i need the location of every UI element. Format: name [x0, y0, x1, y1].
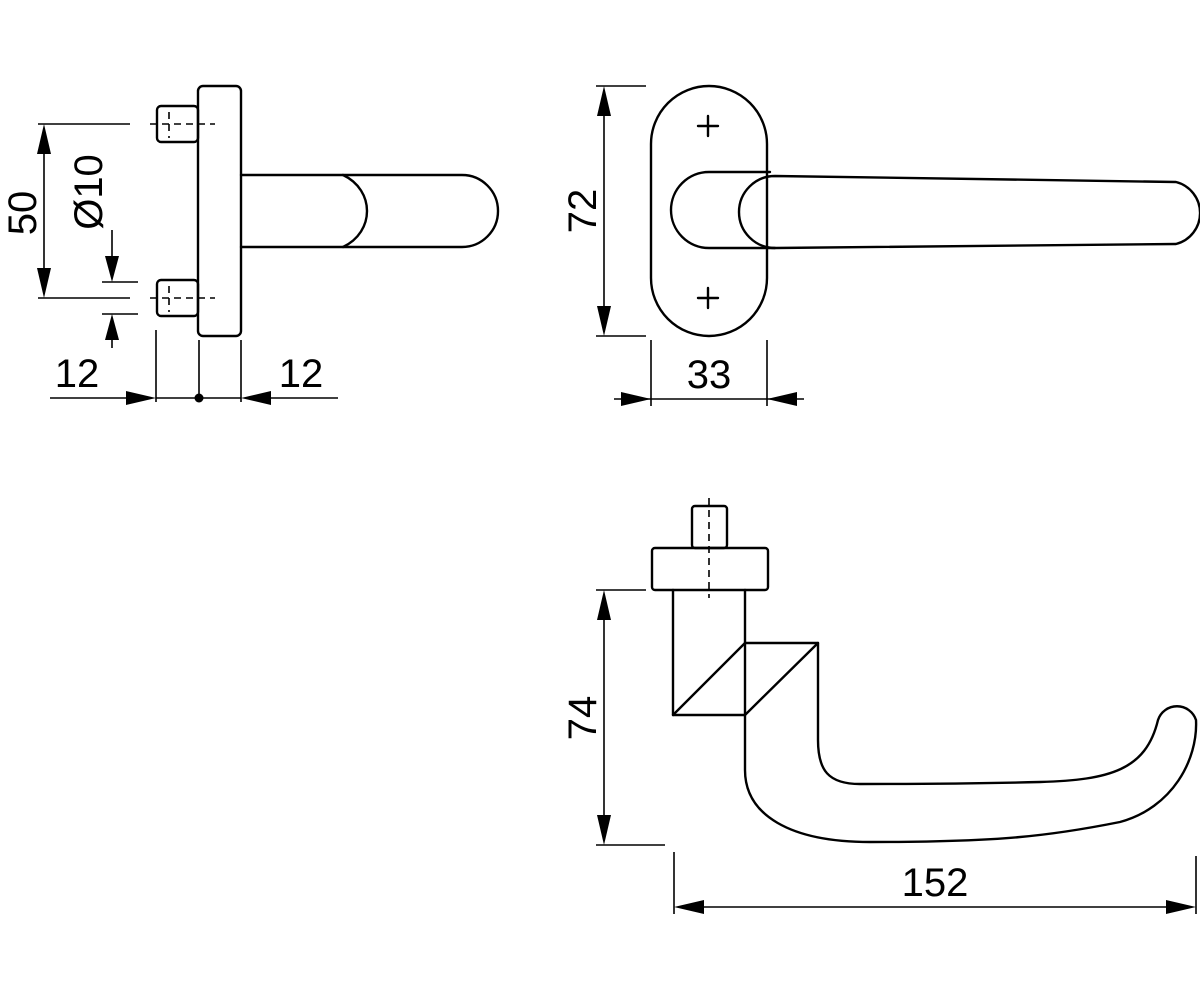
top-rose-disc [650, 546, 770, 592]
top-cube-top [743, 641, 820, 717]
side-handle-curve [341, 173, 369, 249]
dim-50-arrow-top [37, 124, 51, 154]
front-view: 72 33 [561, 84, 1200, 406]
dim-74-arrow-bottom [597, 815, 611, 845]
dim-12-center-dot [194, 393, 204, 403]
front-handle-lever [737, 174, 1200, 250]
front-rose-oval [649, 84, 769, 338]
dim-12-arrow-right [241, 391, 271, 405]
front-handle-boss [669, 170, 777, 250]
dim-74-arrow-top [597, 590, 611, 620]
dim-72-arrow-top [597, 86, 611, 116]
top-neck [671, 588, 747, 717]
side-rose-plate [196, 84, 243, 338]
dim-d10-label: Ø10 [67, 154, 111, 230]
dim-d10-arrow-top [105, 256, 119, 282]
dim-152-arrow-left [674, 900, 704, 914]
dim-12-arrow-left [126, 391, 156, 405]
side-handle-body [239, 173, 500, 249]
dim-50-arrow-bottom [37, 268, 51, 298]
dim-12-left-label: 12 [55, 352, 100, 396]
dim-72-arrow-bottom [597, 306, 611, 336]
dim-12-right-label: 12 [279, 352, 324, 396]
top-view: 74 152 [561, 498, 1198, 914]
dim-72-label: 72 [561, 189, 605, 234]
dim-152-label: 152 [902, 861, 969, 905]
top-lever-curve [743, 641, 1198, 844]
side-view: 50 Ø10 12 12 [1, 84, 500, 405]
dim-50-label: 50 [1, 191, 45, 236]
dim-d10-arrow-bottom [105, 314, 119, 340]
top-cube-diagonal [671, 641, 747, 717]
dim-152-arrow-right [1166, 900, 1196, 914]
dim-33-label: 33 [687, 353, 732, 397]
dim-33-arrow-right [767, 392, 797, 406]
dim-74-label: 74 [561, 696, 605, 741]
dim-33-arrow-left [621, 392, 651, 406]
